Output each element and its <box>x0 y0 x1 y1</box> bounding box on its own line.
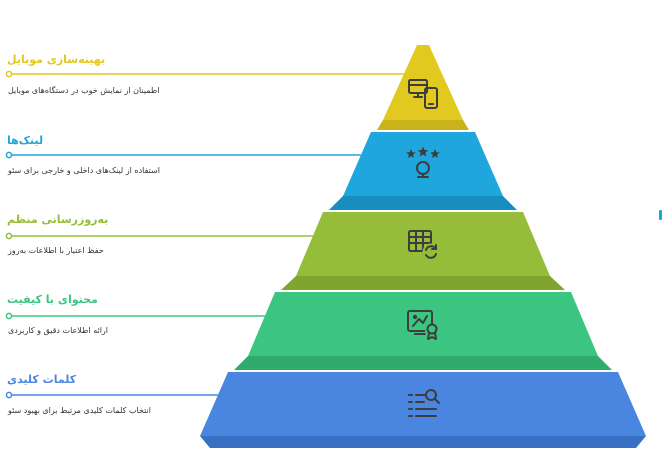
tier-description: حفظ اعتبار با اطلاعات به‌روز <box>8 246 104 255</box>
tier-title: محتوای با کیفیت <box>7 293 98 306</box>
pyramid-tier <box>5 45 463 120</box>
tier-title: کلمات کلیدی <box>7 373 77 386</box>
tier-title: به‌روزرسانی منظم <box>7 213 109 226</box>
tier-title: لینک‌ها <box>7 134 44 147</box>
tier-description: انتخاب کلمات کلیدی مرتبط برای بهبود سئو <box>8 406 151 415</box>
tier-shape <box>200 372 646 436</box>
rated-link-icon <box>406 146 440 178</box>
tier-title: بهینه‌سازی موبایل <box>7 53 106 66</box>
tier-shape <box>248 292 598 356</box>
table-refresh-icon <box>408 230 440 261</box>
tier-shelf <box>329 196 517 210</box>
pyramid-tier <box>5 276 598 356</box>
tier-shelf <box>200 436 646 448</box>
tier-description: استفاده از لینک‌های داخلی و خارجی برای س… <box>8 166 160 175</box>
edge-indicator <box>659 210 662 220</box>
tier-description: ارائه اطلاعات دقیق و کاربردی <box>8 326 109 335</box>
connector-dot <box>5 232 13 240</box>
keyword-search-icon <box>408 389 440 417</box>
connector-dot <box>5 70 13 78</box>
mobile-devices-icon <box>408 79 438 109</box>
tier-description: اطمینان از نمایش خوب در دستگاه‌های موبای… <box>8 86 160 95</box>
quality-content-icon <box>407 310 439 340</box>
connector-dot <box>5 312 13 320</box>
tier-shape <box>343 132 503 196</box>
connector-dot <box>5 151 13 159</box>
tier-shape <box>383 45 463 120</box>
pyramid-tier <box>5 196 550 276</box>
tier-shelf <box>281 276 565 290</box>
connector-dot <box>5 391 13 399</box>
tier-shelf <box>234 356 612 370</box>
tier-shelf <box>377 120 469 130</box>
pyramid-tier <box>5 356 646 448</box>
pyramid-tier <box>5 120 503 196</box>
